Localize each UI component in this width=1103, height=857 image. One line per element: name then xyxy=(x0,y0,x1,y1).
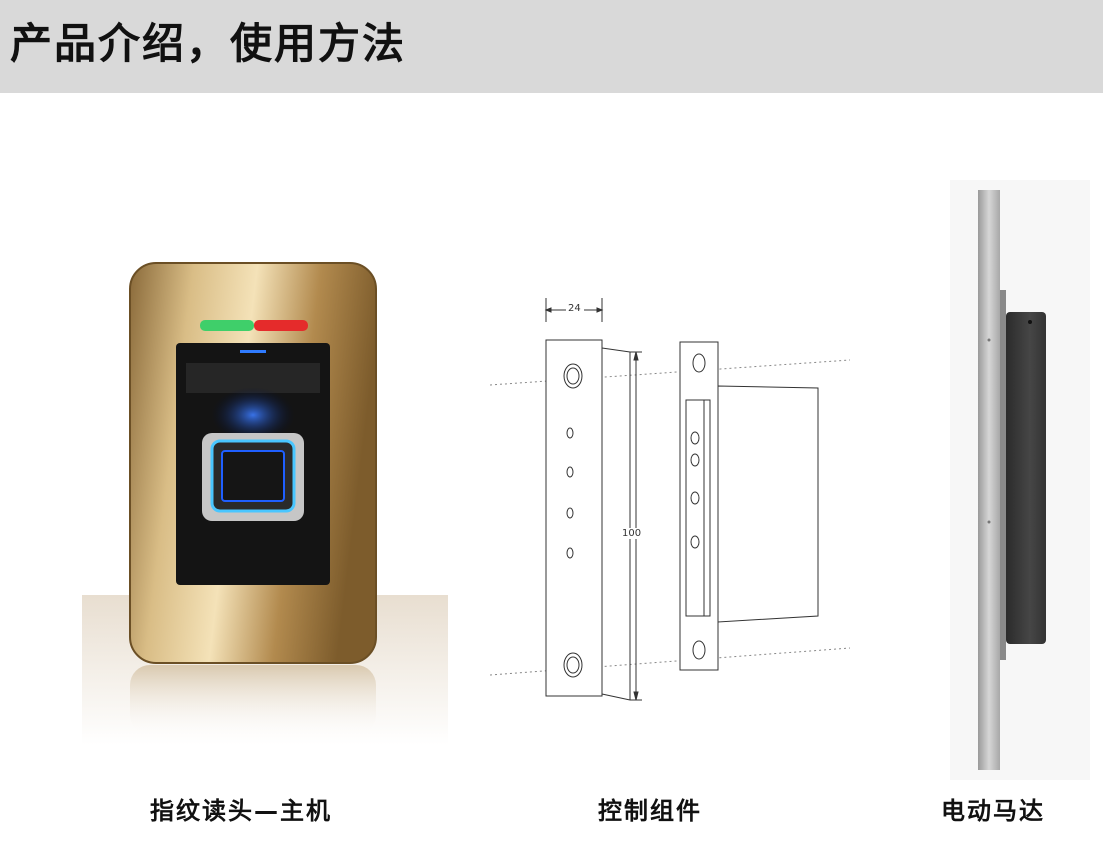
fingerprint-reader-image xyxy=(82,255,448,745)
product-caption-fingerprint-reader: 指纹读头—主机 xyxy=(150,797,332,825)
electric-motor-image xyxy=(950,180,1090,780)
width-dimension-label: 24 xyxy=(568,303,581,314)
control-component-illustration xyxy=(489,298,851,701)
fingerprint-reader-illustration xyxy=(82,262,448,745)
height-dimension-label: 100 xyxy=(622,528,642,539)
product-caption-control-component: 控制组件 xyxy=(598,797,702,825)
product-caption-electric-motor: 电动马达 xyxy=(941,797,1045,825)
control-component-drawing: 24 100 xyxy=(489,290,860,710)
page-title: 产品介绍，使用方法 xyxy=(10,19,407,68)
electric-motor-illustration xyxy=(950,180,1090,780)
title-bar: 产品介绍，使用方法 xyxy=(0,0,1103,93)
